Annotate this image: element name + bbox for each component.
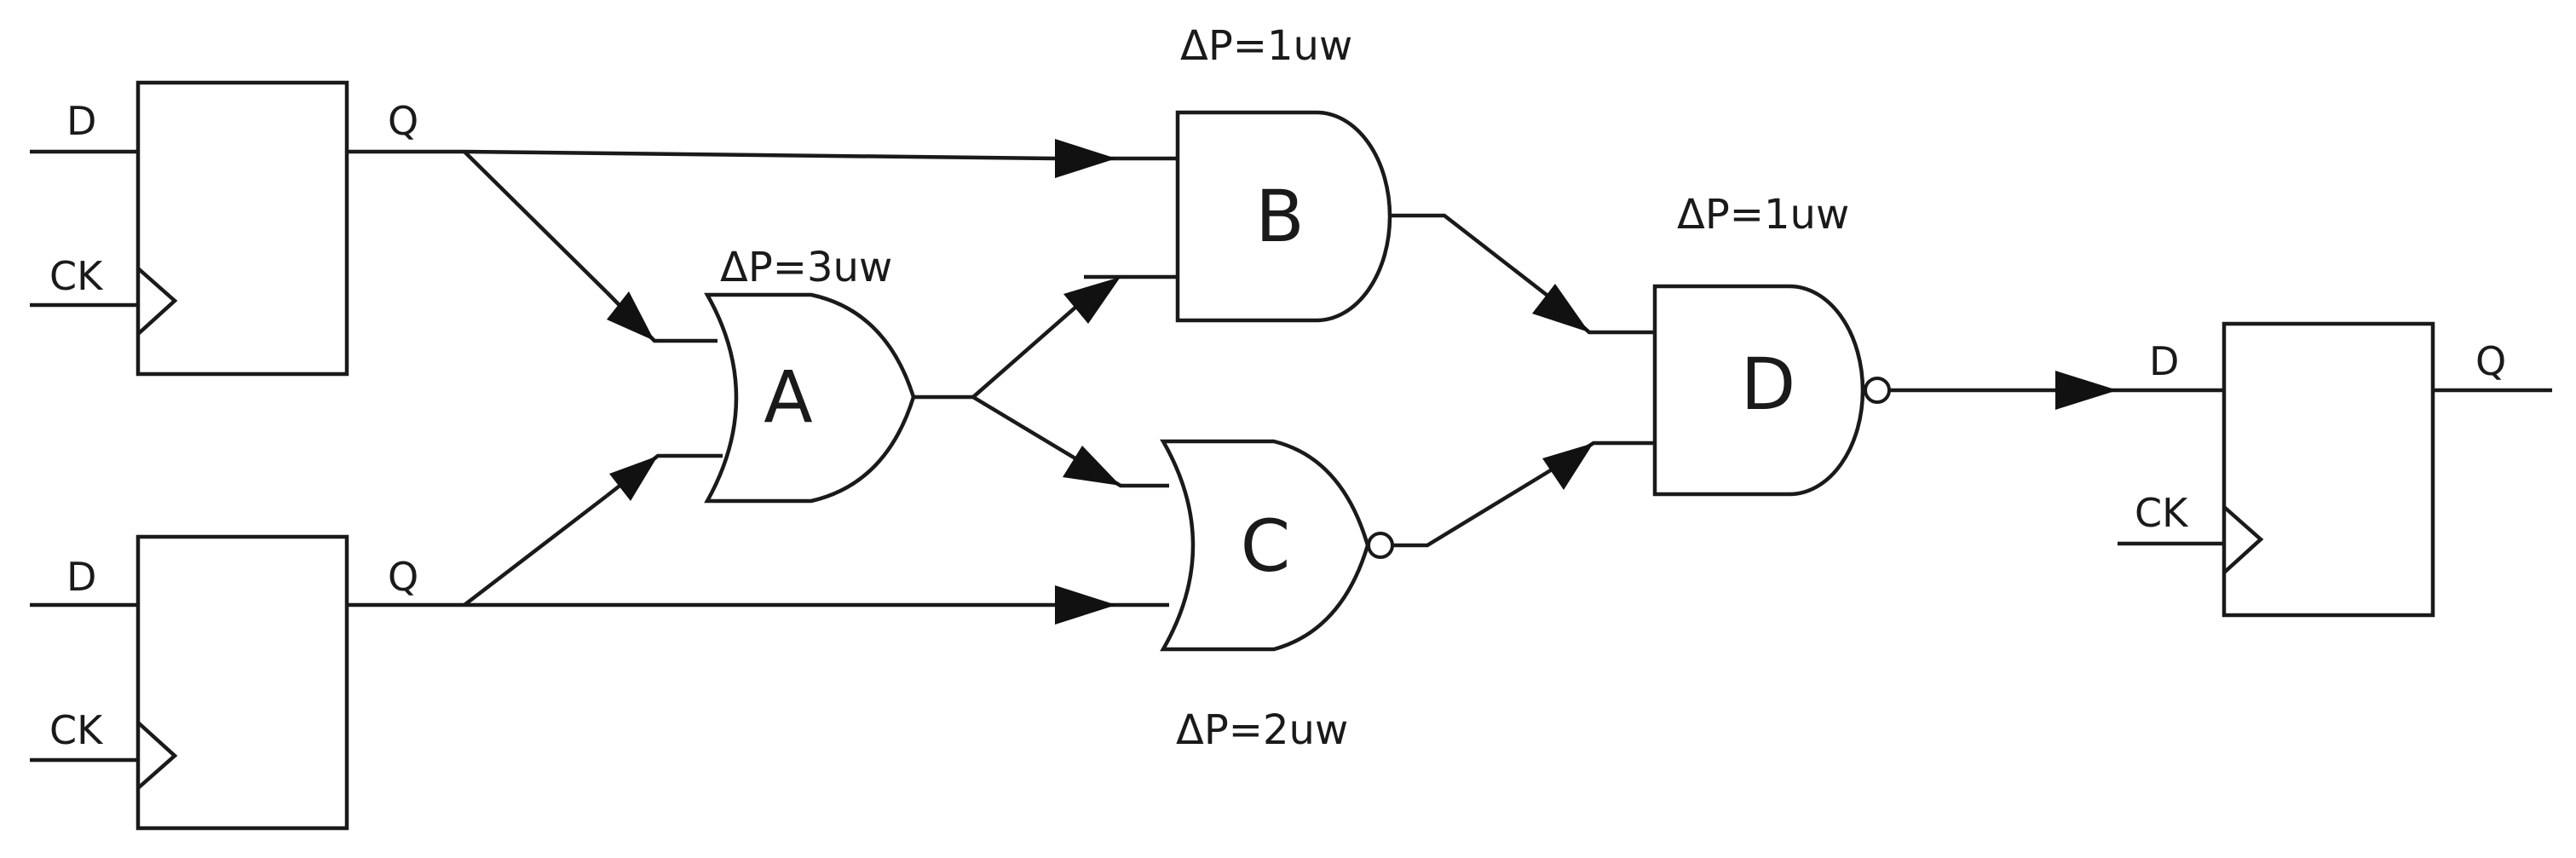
flipflop-2-ck-label: CK <box>49 707 104 753</box>
flipflop-1-d-label: D <box>66 98 96 144</box>
flipflop-3-clock-triangle <box>2222 505 2264 574</box>
flipflop-3: D CK Q <box>2118 321 2552 618</box>
gate-d-nand-shape <box>1652 284 1865 497</box>
wire-b-to-d <box>1391 213 1655 335</box>
gate-b-and-shape <box>1175 110 1392 323</box>
gate-a-label: A <box>764 355 812 439</box>
gate-a-or-shape <box>704 292 916 504</box>
flipflop-1-clock-triangle <box>136 267 178 336</box>
arrow-ff2-to-a <box>609 456 658 501</box>
wire-c-to-d <box>1385 441 1655 548</box>
flipflop-1-ck-label: CK <box>49 253 104 299</box>
flipflop-3-d-label: D <box>2149 338 2179 384</box>
gate-a-power: ΔP=3uw <box>720 244 892 291</box>
flipflop-3-body <box>2222 321 2435 618</box>
gate-c-label: C <box>1241 504 1291 588</box>
arrow-c-to-d <box>1542 443 1593 490</box>
gate-c: C ΔP=2uw <box>1160 439 1394 754</box>
wire-ff1-to-a <box>463 150 608 294</box>
flipflop-2-q-label: Q <box>388 554 418 600</box>
gate-d-power: ΔP=1uw <box>1677 191 1849 239</box>
flipflop-2-clock-triangle <box>136 721 178 790</box>
flipflop-2: D CK Q <box>30 534 418 831</box>
arrow-b-to-d <box>1532 284 1589 332</box>
flipflop-1: D CK Q <box>30 80 418 377</box>
arrow-ff1-to-a <box>607 291 654 341</box>
gate-d: D ΔP=1uw <box>1652 191 1891 497</box>
wire-ff1-to-b <box>464 149 1056 161</box>
arrow-a-to-b <box>1063 277 1121 324</box>
wire-ff2-to-a <box>463 494 608 607</box>
gate-b-power: ΔP=1uw <box>1180 22 1352 70</box>
gate-c-nor-shape <box>1160 439 1370 652</box>
arrowheads <box>607 139 2118 625</box>
flipflop-2-d-label: D <box>66 554 96 600</box>
gate-c-inversion-bubble <box>1367 532 1394 559</box>
gate-c-power: ΔP=2uw <box>1176 706 1348 754</box>
flipflop-3-ck-label: CK <box>2135 490 2189 536</box>
gate-d-inversion-bubble <box>1864 377 1891 404</box>
flipflop-1-body <box>135 80 349 377</box>
arrow-d-to-ff3 <box>2055 371 2118 410</box>
arrow-a-to-c <box>1063 446 1121 486</box>
gate-a: A ΔP=3uw <box>704 244 916 504</box>
wire-a-to-b <box>971 298 1086 399</box>
flipflop-2-body <box>135 534 349 831</box>
flipflop-1-q-label: Q <box>388 98 418 144</box>
arrow-ff1-to-b <box>1055 139 1116 178</box>
gate-b: B ΔP=1uw <box>1175 22 1392 323</box>
gate-d-label: D <box>1741 343 1796 426</box>
arrow-ff2-to-c <box>1055 585 1116 625</box>
gate-b-label: B <box>1255 175 1305 258</box>
flipflop-3-q-label: Q <box>2475 338 2506 384</box>
